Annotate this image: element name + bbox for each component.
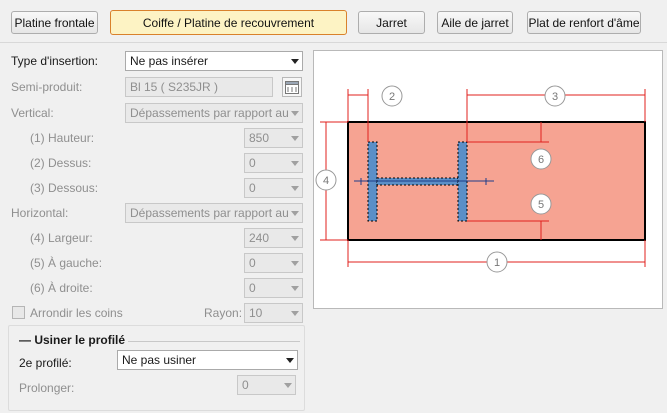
left-value: 0 bbox=[249, 256, 256, 270]
chevron-down-icon bbox=[288, 229, 302, 247]
chevron-down-icon bbox=[288, 154, 302, 172]
catalog-button[interactable] bbox=[282, 77, 302, 97]
radius-value: 10 bbox=[249, 306, 263, 320]
right-label: (6) À droite: bbox=[30, 281, 93, 295]
profile-group-box bbox=[8, 325, 305, 411]
right-value: 0 bbox=[249, 281, 256, 295]
callout-3 bbox=[544, 85, 566, 107]
profile-group-title-text: Usiner le profilé bbox=[34, 333, 126, 347]
chevron-down-icon bbox=[288, 304, 302, 322]
callout-6 bbox=[530, 148, 552, 170]
preview-panel: 1 2 3 4 5 6 bbox=[313, 50, 663, 309]
tab-divider bbox=[0, 42, 667, 43]
insertion-type-select[interactable]: Ne pas insérer bbox=[125, 51, 303, 71]
horizontal-select: Dépassements par rapport au bbox=[125, 203, 303, 223]
semi-product-label: Semi-produit: bbox=[11, 80, 83, 94]
chevron-down-icon bbox=[288, 279, 302, 297]
top-value: 0 bbox=[249, 156, 256, 170]
width-field: 240 bbox=[244, 228, 303, 248]
chevron-down-icon bbox=[288, 179, 302, 197]
profile-group-rule bbox=[16, 341, 300, 342]
top-label: (2) Dessus: bbox=[30, 156, 92, 170]
catalog-icon bbox=[285, 80, 299, 94]
chevron-down-icon bbox=[288, 204, 302, 222]
callout-6-label: 6 bbox=[538, 154, 544, 166]
bottom-label: (3) Dessous: bbox=[30, 181, 99, 195]
round-corners-label: Arrondir les coins bbox=[30, 306, 123, 320]
second-profile-label: 2e profilé: bbox=[19, 356, 72, 370]
semi-product-value: Bl 15 ( S235JR ) bbox=[130, 80, 219, 94]
chevron-down-icon bbox=[288, 254, 302, 272]
callout-5 bbox=[530, 193, 552, 215]
callout-3-label: 3 bbox=[552, 91, 558, 103]
callout-2 bbox=[381, 85, 403, 107]
left-field: 0 bbox=[244, 253, 303, 273]
callout-5-label: 5 bbox=[538, 199, 544, 211]
height-label: (1) Hauteur: bbox=[30, 131, 95, 145]
radius-label: Rayon: bbox=[204, 306, 243, 320]
insertion-type-value: Ne pas insérer bbox=[130, 54, 209, 68]
chevron-down-icon bbox=[281, 376, 295, 394]
chevron-down-icon bbox=[288, 129, 302, 147]
cover-plate-diagram: 1 2 3 4 5 6 bbox=[315, 85, 646, 273]
callout-1 bbox=[486, 251, 508, 273]
chevron-down-icon bbox=[283, 351, 297, 369]
chevron-down-icon bbox=[288, 104, 302, 122]
callout-2-label: 2 bbox=[389, 91, 395, 103]
horizontal-label: Horizontal: bbox=[11, 206, 69, 220]
top-field: 0 bbox=[244, 153, 303, 173]
vertical-label: Vertical: bbox=[11, 106, 54, 120]
bottom-field: 0 bbox=[244, 178, 303, 198]
tab-plat-renfort-ame[interactable]: Plat de renfort d'âme bbox=[527, 11, 641, 34]
semi-product-field: Bl 15 ( S235JR ) bbox=[125, 77, 273, 97]
vertical-select: Dépassements par rapport au bbox=[125, 103, 303, 123]
extend-field: 0 bbox=[237, 375, 296, 395]
callout-4 bbox=[315, 169, 337, 191]
right-field: 0 bbox=[244, 278, 303, 298]
width-value: 240 bbox=[249, 231, 270, 245]
second-profile-value: Ne pas usiner bbox=[122, 353, 197, 367]
left-label: (5) À gauche: bbox=[30, 256, 103, 270]
extend-label: Prolonger: bbox=[19, 381, 75, 395]
callout-1-label: 1 bbox=[494, 257, 500, 269]
height-field: 850 bbox=[244, 128, 303, 148]
height-value: 850 bbox=[249, 131, 270, 145]
second-profile-select[interactable]: Ne pas usiner bbox=[117, 350, 298, 370]
bottom-value: 0 bbox=[249, 181, 256, 195]
callout-4-label: 4 bbox=[323, 175, 329, 187]
width-label: (4) Largeur: bbox=[30, 231, 93, 245]
extend-value: 0 bbox=[242, 378, 249, 392]
profile-group-title: — Usiner le profilé bbox=[16, 333, 129, 347]
tab-jarret[interactable]: Jarret bbox=[358, 11, 425, 34]
round-corners-checkbox[interactable] bbox=[12, 306, 25, 319]
radius-field: 10 bbox=[244, 303, 303, 323]
tab-coiffe[interactable]: Coiffe / Platine de recouvrement bbox=[110, 10, 347, 35]
horizontal-value: Dépassements par rapport au bbox=[130, 206, 288, 220]
tab-platine-frontale[interactable]: Platine frontale bbox=[11, 11, 98, 34]
chevron-down-icon bbox=[288, 52, 302, 70]
vertical-value: Dépassements par rapport au bbox=[130, 106, 288, 120]
tab-aile-de-jarret[interactable]: Aile de jarret bbox=[437, 11, 513, 34]
insertion-type-label: Type d'insertion: bbox=[11, 54, 99, 68]
